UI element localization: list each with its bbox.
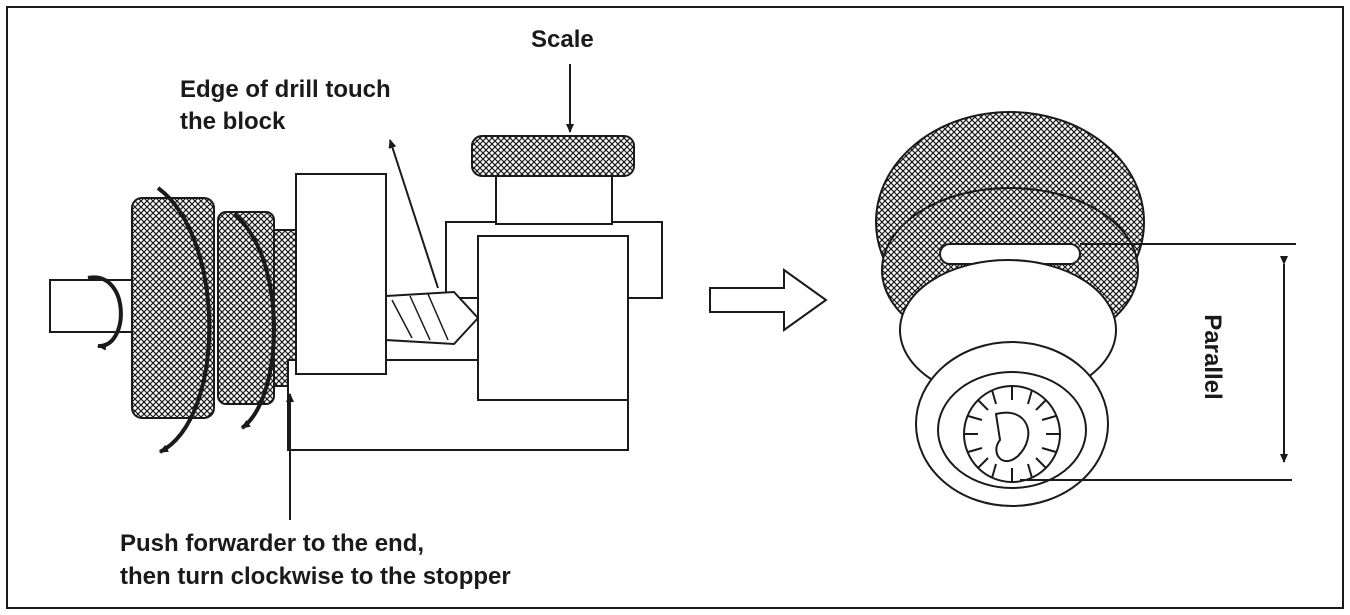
- shaft-rotation-arrow-icon: [87, 275, 123, 351]
- right-end-view: [875, 111, 1296, 507]
- parallel-label: Parallel: [1199, 314, 1226, 400]
- rotation-arrows: [87, 186, 276, 454]
- drill-bit: [385, 290, 480, 346]
- edge-pointer: [388, 139, 439, 289]
- left-assembly: [49, 135, 663, 451]
- edge-label-line1: Edge of drill touch: [180, 76, 391, 103]
- small-knob-rotation-arrow-icon: [232, 212, 276, 430]
- edge-label-line2: the block: [180, 108, 286, 135]
- drill-cutting-edge: [994, 411, 1030, 463]
- diagram-frame: [6, 6, 1344, 609]
- push-label-line2: then turn clockwise to the stopper: [120, 563, 511, 590]
- flute-marks: [964, 386, 1060, 482]
- large-knurled-knob: [131, 197, 215, 419]
- vertical-post: [295, 173, 387, 375]
- block: [477, 235, 629, 401]
- leader-lines: [286, 64, 574, 520]
- small-knurled-knob: [217, 211, 275, 405]
- large-knob-rotation-arrow-icon: [156, 186, 212, 454]
- scale-label: Scale: [531, 26, 594, 53]
- scale-knob: [471, 135, 635, 177]
- scale-stem: [495, 175, 613, 225]
- transition-arrow-icon: [709, 268, 828, 332]
- push-label-line1: Push forwarder to the end,: [120, 530, 425, 557]
